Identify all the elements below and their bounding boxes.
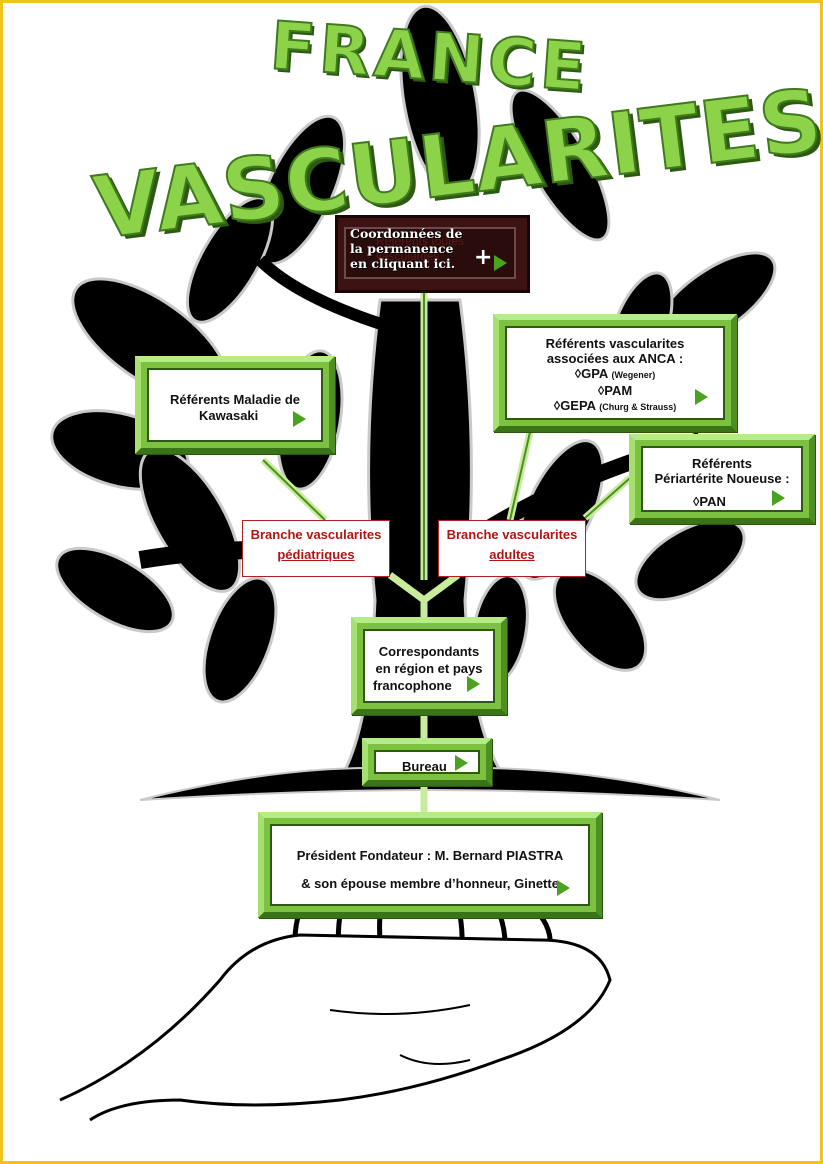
branch bbox=[255, 255, 402, 336]
play-arrow-icon[interactable] bbox=[557, 880, 570, 896]
permanence-box[interactable] bbox=[335, 215, 530, 293]
permanence-ghost-text: Référents toutes vascularites bbox=[376, 234, 465, 263]
play-arrow-icon[interactable] bbox=[455, 755, 468, 771]
branch-adult: Branche vascularites adultes bbox=[438, 520, 586, 577]
kawasaki-box[interactable]: Référents Maladie de Kawasaki bbox=[135, 356, 335, 454]
permanence-link[interactable]: Coordonnées de la permanence en cliquant… bbox=[350, 226, 463, 271]
leaf bbox=[185, 196, 275, 324]
play-arrow-icon[interactable] bbox=[293, 411, 306, 427]
leaf bbox=[509, 88, 611, 242]
play-arrow-icon[interactable] bbox=[467, 676, 480, 692]
pan-box[interactable]: Référents Périartérite Noueuse : ◊PAN bbox=[629, 434, 815, 524]
president-box[interactable]: Président Fondateur : M. Bernard PIASTRA… bbox=[258, 812, 602, 918]
play-arrow-icon[interactable] bbox=[695, 389, 708, 405]
bureau-box[interactable]: Bureau bbox=[362, 738, 492, 786]
anca-box[interactable]: Référents vascularites associées aux ANC… bbox=[493, 314, 737, 432]
leaf bbox=[399, 4, 481, 196]
hand bbox=[59, 933, 612, 1122]
play-arrow-icon[interactable] bbox=[494, 255, 507, 271]
correspondants-box[interactable]: Correspondants en région et pays francop… bbox=[351, 617, 507, 715]
leaf bbox=[634, 518, 746, 602]
permanence-inner bbox=[344, 227, 516, 279]
plus-icon[interactable]: + bbox=[474, 245, 493, 270]
play-arrow-icon[interactable] bbox=[772, 490, 785, 506]
branch-pediatric: Branche vascularites pédiatriques bbox=[242, 520, 390, 577]
leaf bbox=[202, 576, 278, 704]
leaf bbox=[55, 546, 175, 634]
